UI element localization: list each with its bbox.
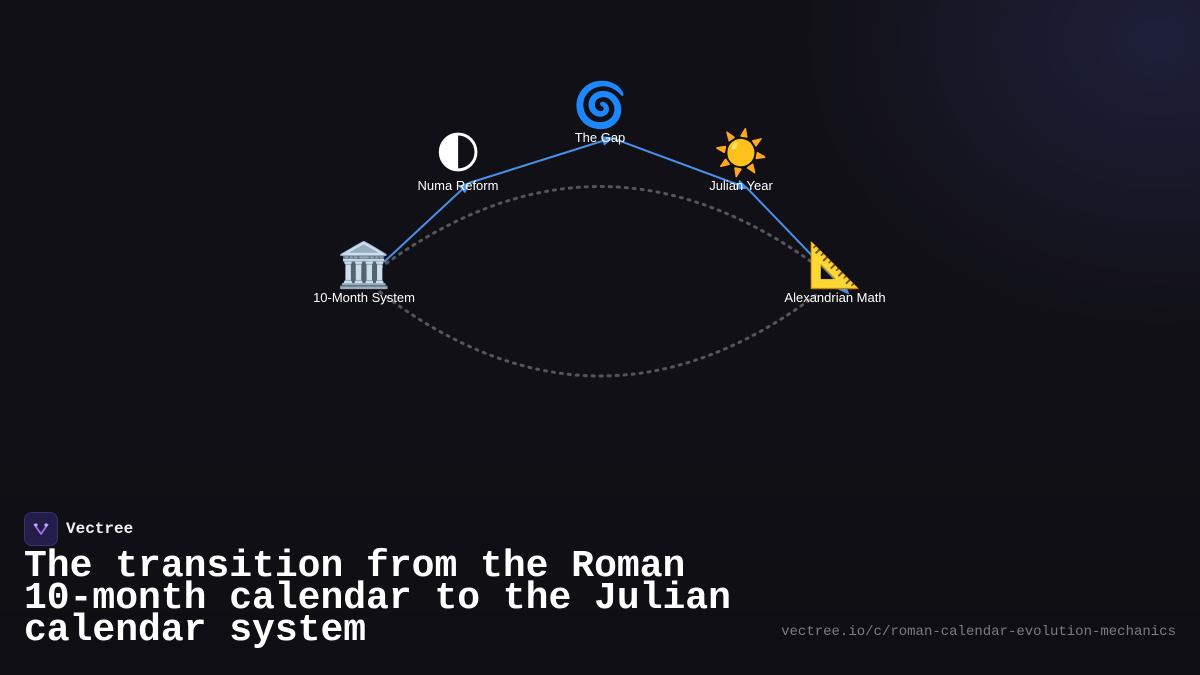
- cyclone-icon: 🌀: [572, 80, 628, 131]
- flow-arrows: [383, 136, 850, 295]
- node-alexandrian-math[interactable]: 📐 Alexandrian Math: [755, 242, 915, 306]
- flow-arrow-gap-to-julian: [611, 137, 749, 190]
- brand-name: Vectree: [66, 520, 134, 538]
- node-10-month-system[interactable]: 🏛️ 10-Month System: [284, 242, 444, 306]
- node-label: Alexandrian Math: [784, 290, 886, 305]
- flow-arrow-julian-to-alexandrian: [746, 187, 850, 295]
- node-the-gap[interactable]: 🌀 The Gap: [520, 82, 680, 146]
- node-numa-reform[interactable]: 🌓 Numa Reform: [378, 130, 538, 194]
- node-julian-year[interactable]: ☀️ Julian Year: [661, 130, 821, 194]
- classical-building-icon: 🏛️: [336, 240, 392, 291]
- dotted-arc-top: [378, 185, 822, 270]
- source-url[interactable]: vectree.io/c/roman-calendar-evolution-me…: [781, 624, 1176, 640]
- moon-icon: 🌓: [435, 128, 481, 179]
- dotted-arc-bottom: [378, 290, 822, 378]
- node-label: Numa Reform: [417, 178, 499, 193]
- sun-icon: ☀️: [713, 128, 769, 179]
- flow-arrow-numa-to-gap: [468, 136, 614, 184]
- brand: Vectree: [24, 512, 133, 546]
- flow-arrow-ten-month-to-numa: [383, 181, 471, 263]
- node-label: 10-Month System: [313, 290, 415, 305]
- node-label: Julian Year: [709, 178, 773, 193]
- page-title: The transition from the Roman 10-month c…: [24, 545, 731, 652]
- vectree-logo-icon: [24, 512, 58, 546]
- node-label: The Gap: [574, 130, 626, 145]
- triangular-ruler-icon: 📐: [807, 240, 863, 291]
